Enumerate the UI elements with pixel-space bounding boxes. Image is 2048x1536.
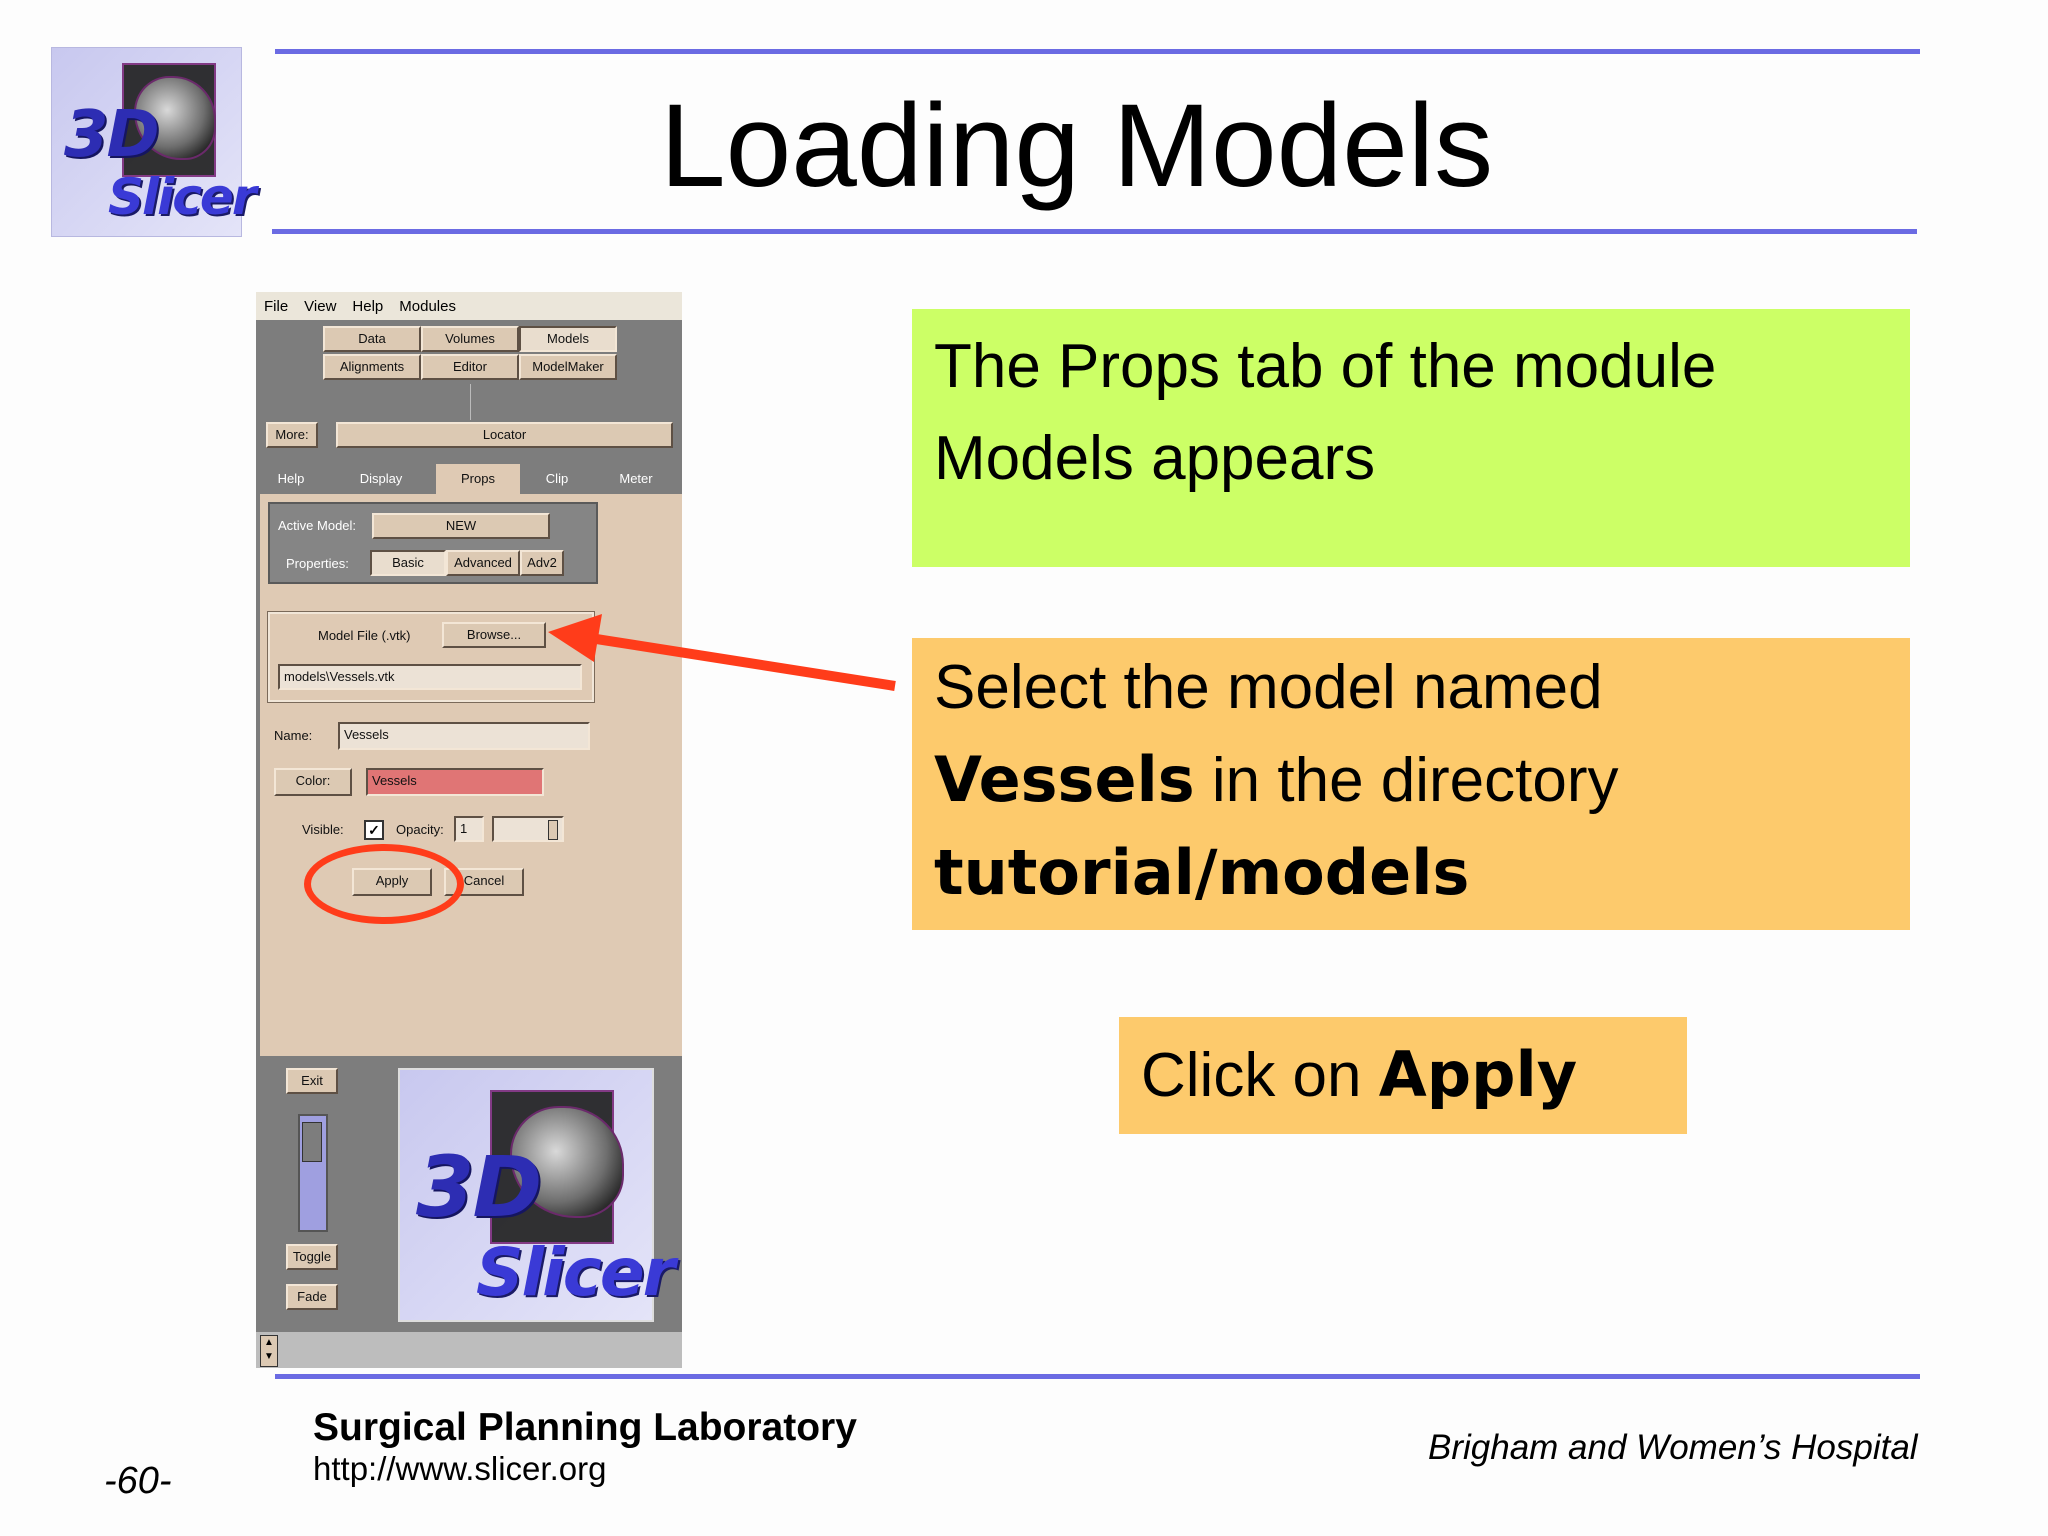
tab-props[interactable]: Props	[436, 464, 520, 494]
callout-select-line1: Select the model named	[934, 653, 1603, 722]
footer-hospital: Brigham and Women’s Hospital	[1428, 1428, 1918, 1467]
menu-file[interactable]: File	[264, 298, 289, 315]
more-button[interactable]: More:	[266, 422, 318, 448]
menu-modules[interactable]: Modules	[399, 298, 456, 315]
module-modelmaker-button[interactable]: ModelMaker	[519, 354, 617, 380]
logo-brain-graphic	[134, 76, 216, 160]
properties-tab-adv2[interactable]: Adv2	[520, 550, 564, 576]
scroll-arrows[interactable]: ▲▼	[260, 1335, 278, 1367]
logo-text-slicer: Slicer	[108, 168, 256, 226]
header-bottom-rule	[272, 229, 1917, 234]
callout-select-line3: tutorial/models	[934, 827, 1910, 920]
bottom-status-bar: ▲▼	[256, 1332, 682, 1368]
footer-url[interactable]: http://www.slicer.org	[313, 1450, 607, 1487]
callout-select-model: Select the model named Vessels in the di…	[912, 638, 1910, 930]
fade-button[interactable]: Fade	[286, 1284, 338, 1310]
module-data-button[interactable]: Data	[323, 326, 421, 352]
fade-slider-handle[interactable]	[302, 1122, 322, 1162]
module-separator	[470, 384, 471, 420]
callout-props-line2: Models appears	[934, 424, 1376, 493]
model-file-input[interactable]: models\Vessels.vtk	[278, 664, 582, 690]
footer-lab-name: Surgical Planning Laboratory	[313, 1406, 857, 1449]
callout-apply-bold: Apply	[1378, 1038, 1578, 1111]
opacity-label: Opacity:	[396, 822, 444, 837]
module-alignments-button[interactable]: Alignments	[323, 354, 421, 380]
callout-props-tab: The Props tab of the module Models appea…	[912, 309, 1910, 567]
tab-clip[interactable]: Clip	[545, 471, 569, 486]
model-file-label: Model File (.vtk)	[318, 628, 411, 643]
name-label: Name:	[274, 728, 313, 743]
active-model-select[interactable]: NEW	[372, 513, 550, 539]
props-panel: Active Model: NEW Properties: Basic Adva…	[260, 494, 682, 1056]
slicer-logo: 3D Slicer	[51, 47, 256, 237]
visible-label: Visible:	[302, 822, 344, 837]
model-file-group: Model File (.vtk) Browse... models\Vesse…	[267, 611, 595, 703]
opacity-slider[interactable]	[492, 816, 564, 842]
window-logo-brain-graphic	[510, 1106, 624, 1218]
toggle-button[interactable]: Toggle	[286, 1244, 338, 1270]
tab-display[interactable]: Display	[359, 471, 403, 486]
visible-checkbox[interactable]: ✓	[364, 820, 384, 840]
header-top-rule	[275, 49, 1920, 54]
opacity-input[interactable]: 1	[454, 816, 484, 842]
callout-select-line2-rest: in the directory	[1194, 746, 1619, 815]
slicer-window-logo: 3D Slicer	[398, 1068, 675, 1322]
module-editor-button[interactable]: Editor	[421, 354, 519, 380]
callout-apply-prefix: Click on	[1141, 1041, 1379, 1110]
menu-bar: File View Help Modules	[256, 292, 682, 320]
footer-rule	[275, 1374, 1920, 1379]
menu-view[interactable]: View	[304, 298, 337, 315]
page-title: Loading Models	[660, 80, 1494, 212]
tab-meter[interactable]: Meter	[619, 471, 653, 486]
properties-label: Properties:	[286, 556, 349, 571]
properties-tab-advanced[interactable]: Advanced	[446, 550, 520, 576]
active-model-group: Active Model: NEW Properties: Basic Adva…	[268, 502, 598, 584]
callout-select-vessels: Vessels	[934, 743, 1195, 816]
module-models-button[interactable]: Models	[519, 326, 617, 352]
properties-tab-basic[interactable]: Basic	[370, 550, 446, 576]
active-model-label: Active Model:	[278, 518, 357, 533]
name-input[interactable]: Vessels	[338, 722, 590, 750]
callout-select-line2: Vessels in the directory	[934, 734, 1910, 827]
module-tabs: Help Display Props Clip Meter	[256, 464, 682, 494]
tab-help[interactable]: Help	[277, 471, 305, 486]
window-logo-text-3d: 3D	[416, 1138, 542, 1236]
apply-highlight-circle	[304, 844, 464, 924]
module-volumes-button[interactable]: Volumes	[421, 326, 519, 352]
color-button[interactable]: Color:	[274, 768, 352, 796]
browse-button[interactable]: Browse...	[442, 622, 546, 648]
exit-button[interactable]: Exit	[286, 1068, 338, 1094]
callout-click-apply: Click on Apply	[1119, 1017, 1687, 1134]
color-swatch: Vessels	[366, 768, 544, 796]
callout-select-directory: tutorial/models	[934, 836, 1470, 909]
page-number: -60-	[104, 1460, 172, 1502]
opacity-slider-handle[interactable]	[548, 820, 558, 840]
red-arrow	[548, 614, 896, 691]
more-module-select[interactable]: Locator	[336, 422, 673, 448]
fade-slider[interactable]	[298, 1114, 328, 1232]
logo-text-3d: 3D	[64, 98, 160, 172]
window-logo-text-slicer: Slicer	[476, 1234, 675, 1311]
menu-help[interactable]: Help	[352, 298, 384, 315]
callout-props-line1: The Props tab of the module	[934, 332, 1717, 401]
